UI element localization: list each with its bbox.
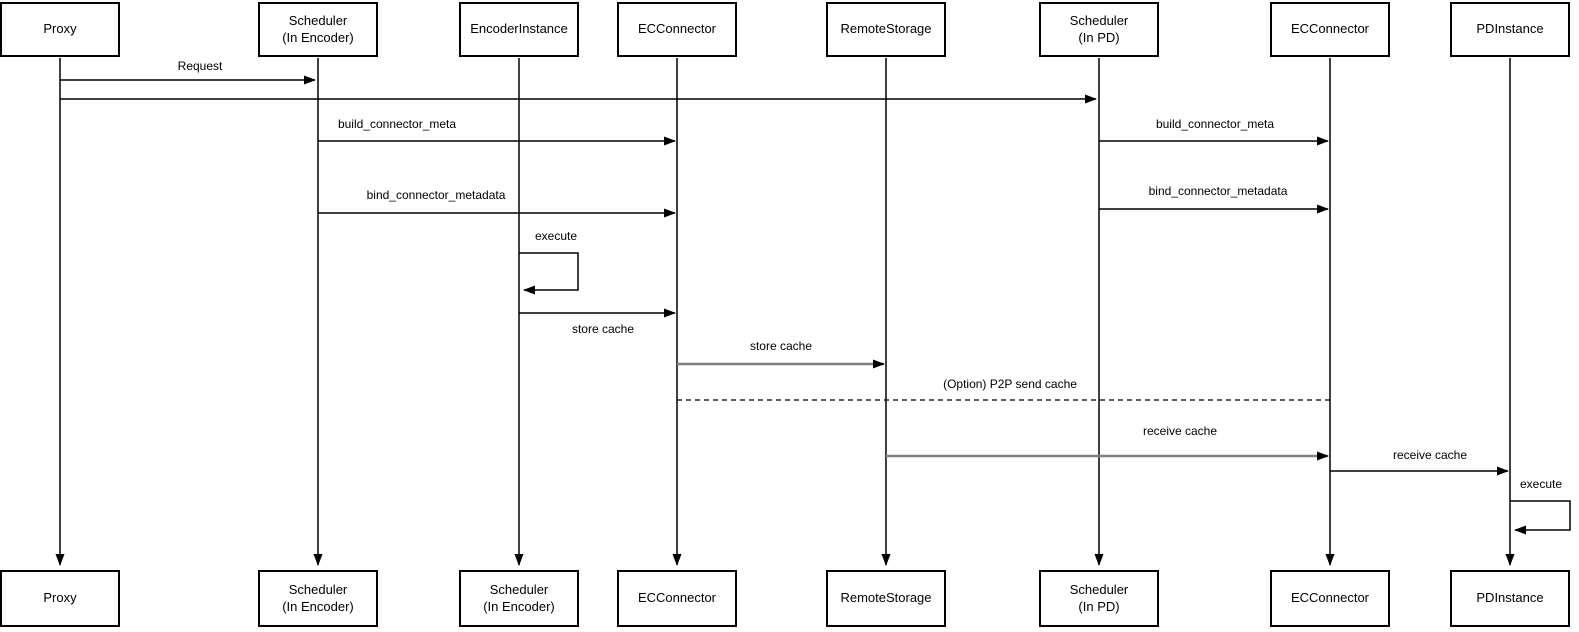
- actor-box-top-ec-connector-2: ECConnector: [1270, 2, 1390, 57]
- actor-box-top-scheduler-encoder: Scheduler (In Encoder): [258, 2, 378, 57]
- actor-box-bottom-ec-connector: ECConnector: [617, 570, 737, 627]
- actor-box-top-proxy: Proxy: [0, 2, 120, 57]
- message-label-receive-cache-remote: receive cache: [1140, 424, 1220, 438]
- message-label-request: Request: [175, 59, 225, 73]
- actor-box-bottom-encoder-instance: Scheduler (In Encoder): [459, 570, 579, 627]
- message-label-bind-connector-metadata-right: bind_connector_metadata: [1146, 184, 1290, 198]
- actor-box-top-remote-storage: RemoteStorage: [826, 2, 946, 57]
- message-label-p2p-send-cache: (Option) P2P send cache: [941, 377, 1079, 391]
- actor-box-bottom-scheduler-encoder: Scheduler (In Encoder): [258, 570, 378, 627]
- message-label-bind-connector-metadata-left: bind_connector_metadata: [364, 188, 508, 202]
- actor-box-bottom-ec-connector-2: ECConnector: [1270, 570, 1390, 627]
- message-label-execute-encoder: execute: [532, 229, 580, 243]
- message-label-receive-cache-pd: receive cache: [1390, 448, 1470, 462]
- message-arrow-execute-self-loop-pd: [1510, 500, 1571, 535]
- message-label-build-connector-meta-right: build_connector_meta: [1153, 117, 1277, 131]
- actor-box-bottom-remote-storage: RemoteStorage: [826, 570, 946, 627]
- actor-box-top-pd-instance: PDInstance: [1450, 2, 1570, 57]
- actor-box-top-encoder-instance: EncoderInstance: [459, 2, 579, 57]
- actor-box-bottom-proxy: Proxy: [0, 570, 120, 627]
- actor-box-bottom-pd-instance: PDInstance: [1450, 570, 1570, 627]
- message-label-execute-pd: execute: [1517, 477, 1565, 491]
- message-label-store-cache-encoder: store cache: [569, 322, 637, 336]
- message-arrow-execute-self-loop-encoder: [519, 252, 579, 295]
- message-label-store-cache-remote: store cache: [747, 339, 815, 353]
- actor-box-top-ec-connector: ECConnector: [617, 2, 737, 57]
- actor-box-top-scheduler-pd: Scheduler (In PD): [1039, 2, 1159, 57]
- actor-box-bottom-scheduler-pd: Scheduler (In PD): [1039, 570, 1159, 627]
- message-label-build-connector-meta-left: build_connector_meta: [335, 117, 459, 131]
